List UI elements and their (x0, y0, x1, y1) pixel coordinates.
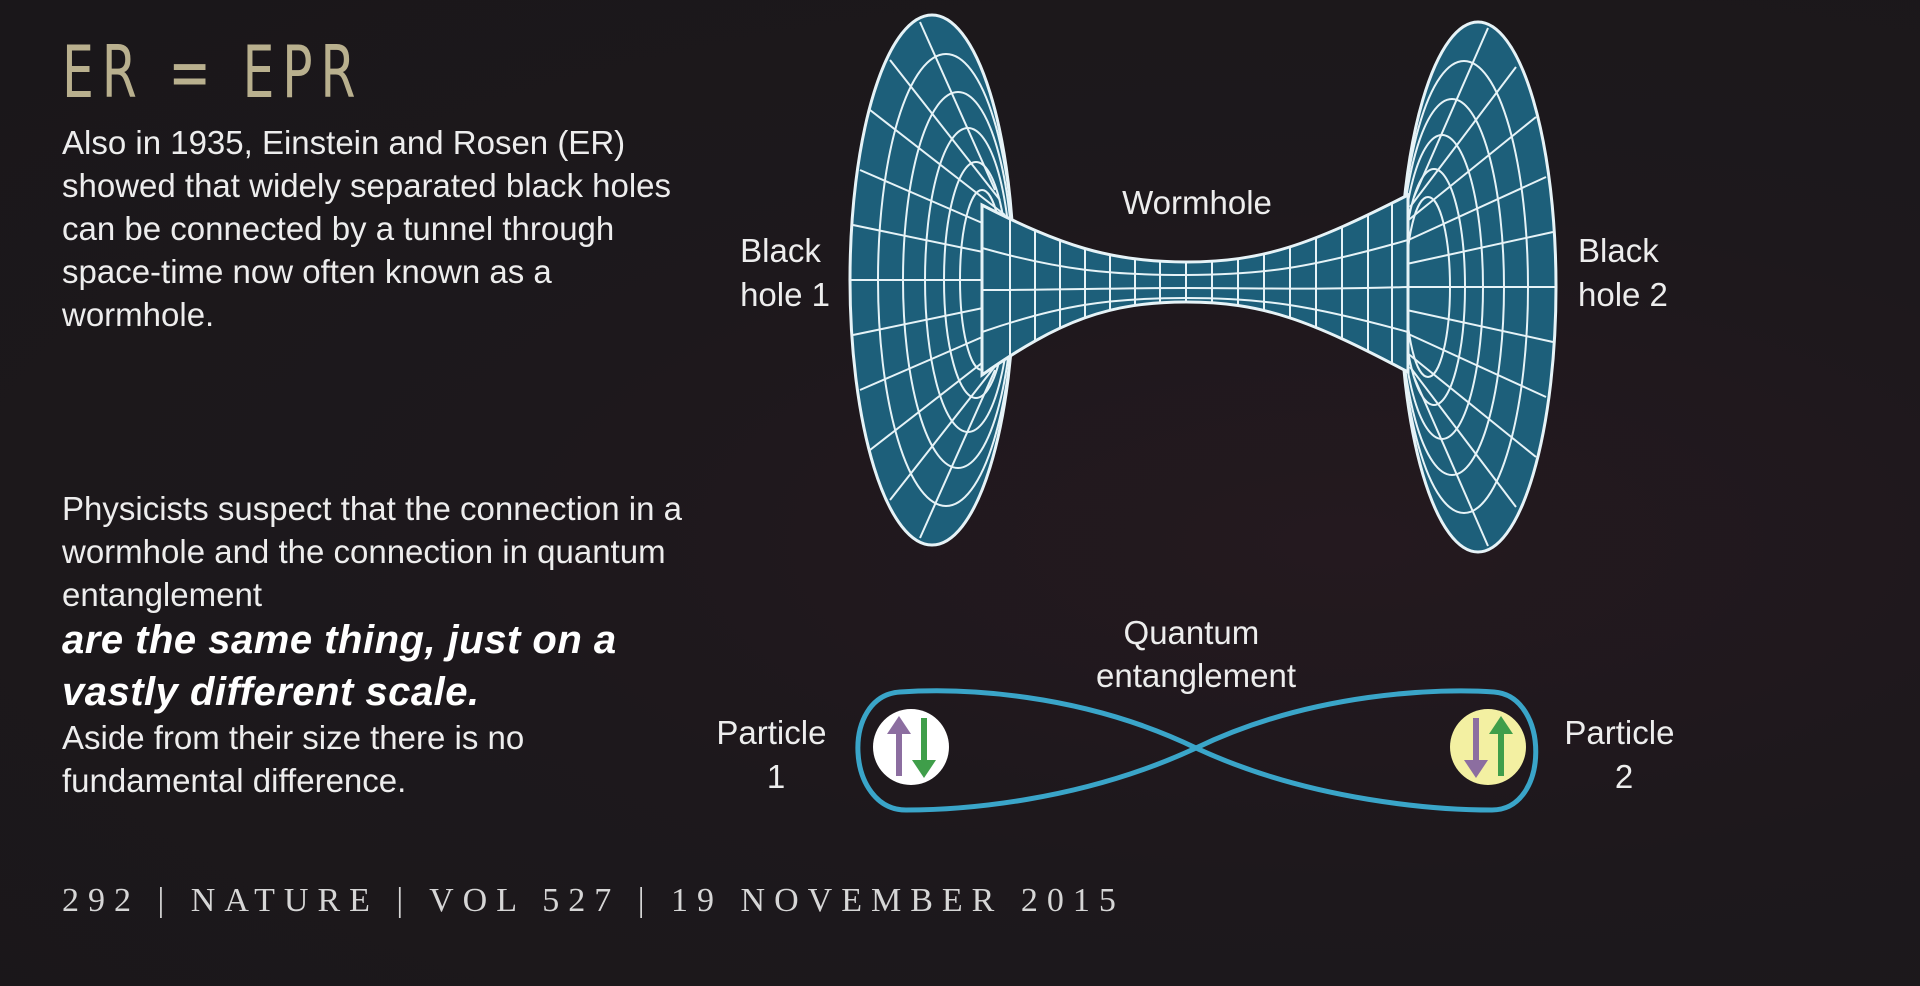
wormhole-label: Wormhole (1122, 184, 1272, 221)
black-hole-2-mouth (1398, 20, 1558, 554)
spin-up-arrow-icon (1489, 716, 1513, 776)
citation-footer: 292 | NATURE | VOL 527 | 19 NOVEMBER 201… (62, 882, 1125, 919)
particle-2-label-line2: 2 (1615, 758, 1633, 795)
hypothesis-lead: Physicists suspect that the connection i… (62, 490, 683, 613)
entanglement-label: Quantum entanglement (1096, 614, 1296, 694)
particle-1-label-line1: Particle (716, 714, 826, 751)
entanglement-label-line1: Quantum (1124, 614, 1260, 651)
black-hole-2-label-line2: hole 2 (1578, 276, 1668, 313)
hypothesis-emphasis: are the same thing, just on a vastly dif… (62, 618, 617, 714)
wormhole-throat (980, 192, 1410, 378)
particle-1-label: Particle 1 (716, 714, 835, 795)
entanglement-loop (855, 688, 1539, 813)
black-hole-1-label-line2: hole 1 (740, 276, 830, 313)
spin-up-arrow-icon (887, 716, 911, 776)
hypothesis-paragraph: Physicists suspect that the connection i… (62, 487, 702, 802)
particle-2-label: Particle 2 (1564, 714, 1683, 795)
entanglement-label-line2: entanglement (1096, 657, 1296, 694)
black-hole-1-label: Black hole 1 (740, 232, 830, 313)
black-hole-1-label-line1: Black (740, 232, 821, 269)
spin-down-arrow-icon (912, 718, 936, 778)
page-title: ER = EPR (62, 30, 364, 114)
particle-2 (1450, 709, 1526, 785)
particle-1 (873, 709, 949, 785)
hypothesis-tail: Aside from their size there is no fundam… (62, 719, 525, 799)
particle-1-label-line2: 1 (767, 758, 785, 795)
black-hole-2-label: Black hole 2 (1578, 232, 1668, 313)
intro-paragraph: Also in 1935, Einstein and Rosen (ER) sh… (62, 124, 672, 333)
black-hole-2-label-line1: Black (1578, 232, 1659, 269)
spin-down-arrow-icon (1464, 718, 1488, 778)
particle-2-label-line1: Particle (1564, 714, 1674, 751)
